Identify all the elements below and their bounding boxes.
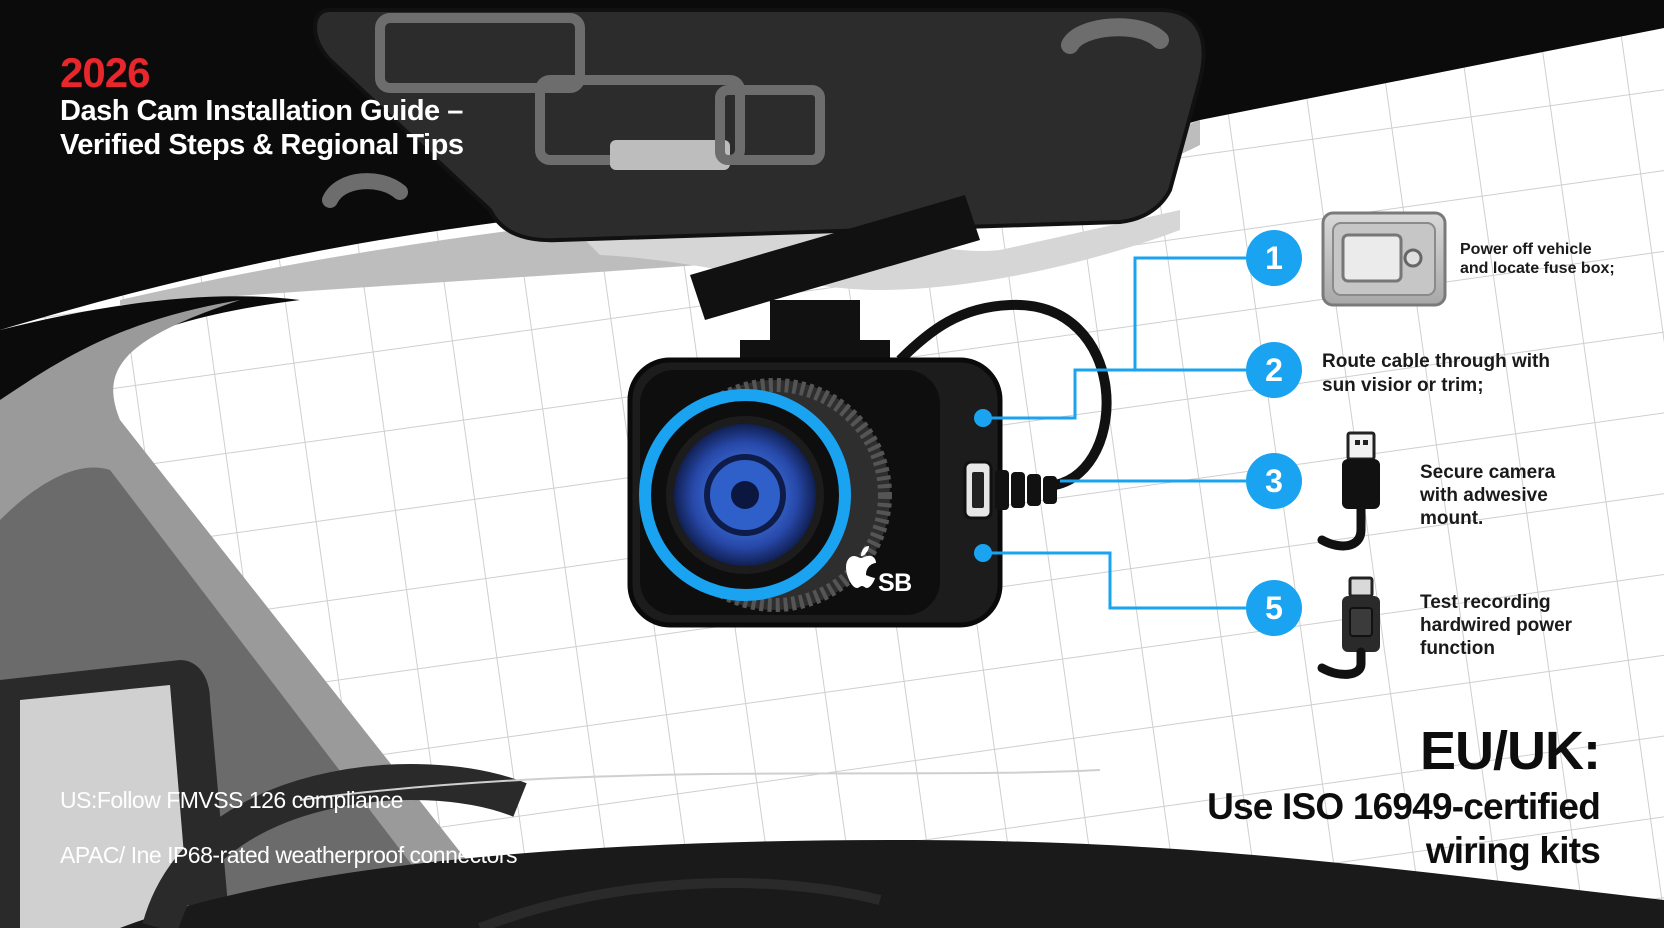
- camera-mount-plate: [690, 195, 980, 320]
- title-year: 2026: [60, 49, 150, 96]
- step-number-5: 5: [1265, 590, 1283, 626]
- side-window: [20, 685, 190, 928]
- step-number-2: 2: [1265, 352, 1283, 388]
- console-button-3: [715, 85, 825, 165]
- headliner-band: [120, 120, 1200, 305]
- usb-connector-icon: [1317, 576, 1380, 679]
- page-title-line-1: Dash Cam Installation Guide –: [60, 95, 463, 127]
- apple-logo-icon: [846, 546, 876, 588]
- lens-center: [731, 481, 759, 509]
- step-badge-5: [1246, 580, 1302, 636]
- step-3-text-line-1: Secure camera: [1420, 462, 1556, 483]
- steering-wheel: [142, 764, 527, 928]
- fuse-box-icon: [1321, 211, 1447, 307]
- step-2-text-line-1: Route cable through with: [1322, 351, 1550, 372]
- region-tip-eu-heading: EU/UK:: [1420, 721, 1601, 781]
- step-5-text-line-3: function: [1420, 638, 1495, 659]
- camera-logo-text: SB: [878, 569, 912, 597]
- step-badge-2: [1246, 342, 1302, 398]
- step-number-1: 1: [1265, 240, 1283, 276]
- step-badge-3: [1246, 453, 1302, 509]
- callout-lines: [983, 256, 1246, 610]
- step-1-text-line-1: Power off vehicle: [1460, 241, 1592, 258]
- console-button-1: [375, 13, 585, 93]
- step-3-text-line-2: with adwesive: [1420, 485, 1548, 506]
- grab-handle-right: [1061, 18, 1169, 54]
- step-3-text-line-3: mount.: [1420, 508, 1484, 529]
- region-tip-us: US:Follow FMVSS 126 compliance: [60, 787, 403, 813]
- usb-cable-icon: [1317, 431, 1380, 551]
- region-tip-eu-line-1: Use ISO 16949-certified: [1207, 786, 1601, 827]
- step-5-text-line-2: hardwired power: [1420, 615, 1573, 636]
- step-number-3: 3: [1265, 463, 1283, 499]
- region-tip-apac: APAC/ Ine IP68-rated weatherproof connec…: [60, 842, 518, 868]
- page-title-line-2: Verified Steps & Regional Tips: [60, 129, 464, 161]
- grab-handle-left: [322, 173, 408, 208]
- step-5-text-line-1: Test recording: [1420, 592, 1551, 613]
- step-2-text-line-2: sun visior or trim;: [1322, 375, 1484, 396]
- power-cable: [896, 299, 1112, 490]
- step-1-text-line-2: and locate fuse box;: [1460, 260, 1615, 277]
- overhead-console: [313, 8, 1206, 243]
- dash-arc: [478, 878, 882, 928]
- region-tip-eu-line-2: wiring kits: [1425, 830, 1601, 871]
- step-badge-1: [1246, 230, 1302, 286]
- cable-strain-relief: [995, 470, 1057, 510]
- console-light: [610, 140, 730, 170]
- dashboard: [120, 840, 1664, 928]
- bottom-headliner-edge: [299, 769, 1101, 801]
